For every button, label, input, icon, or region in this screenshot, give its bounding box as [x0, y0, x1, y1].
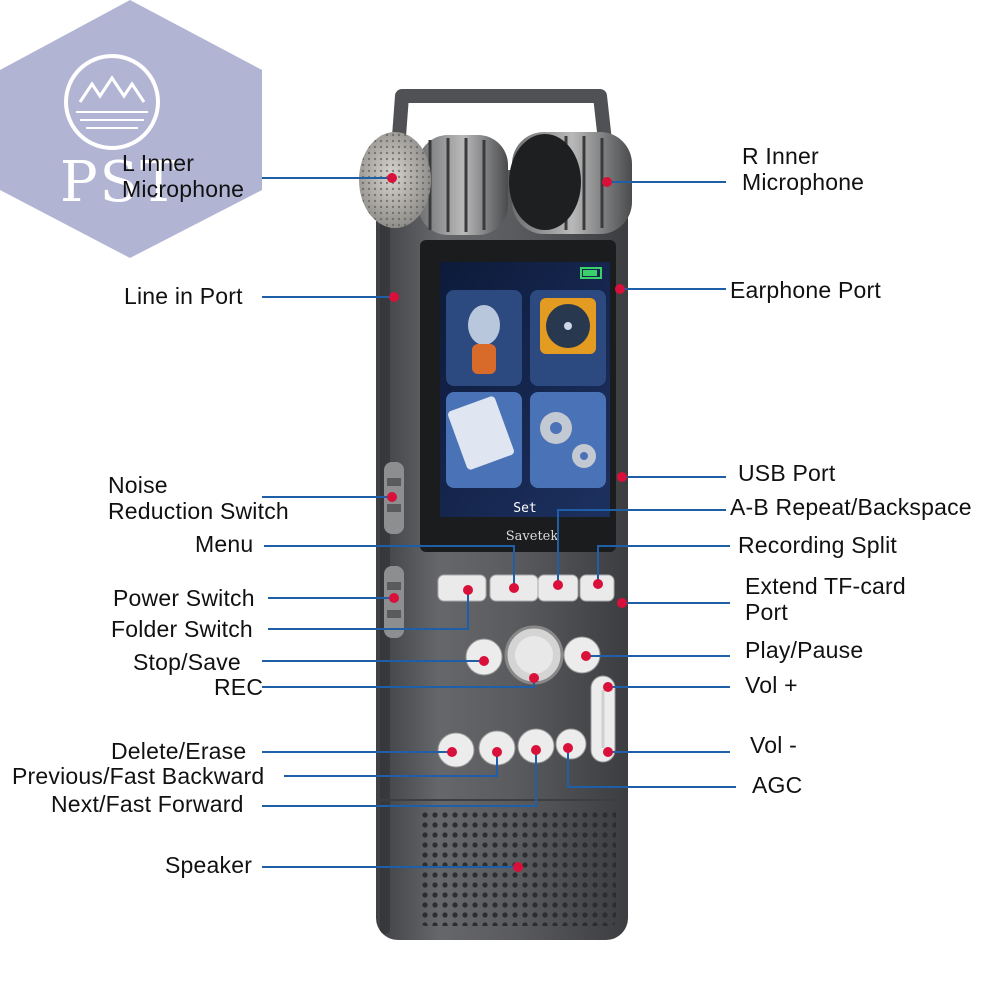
- label-power-switch: Power Switch: [113, 585, 255, 611]
- label-l-inner-microphone: L Inner Microphone: [122, 150, 245, 202]
- left-microphone: [359, 132, 508, 235]
- screen-set-label: Set: [513, 501, 536, 516]
- label-speaker: Speaker: [165, 852, 253, 878]
- label-agc: AGC: [752, 772, 803, 798]
- label-previous-fast-backward: Previous/Fast Backward: [12, 763, 265, 789]
- label-play-pause: Play/Pause: [745, 637, 864, 663]
- right-microphone: [509, 132, 632, 234]
- label-recording-split: Recording Split: [738, 532, 897, 558]
- label-folder-switch: Folder Switch: [111, 616, 253, 642]
- label-a-b-repeat: A-B Repeat/Backspace: [730, 494, 972, 520]
- logo-text: PST: [60, 150, 180, 215]
- brand-label: Savetek: [506, 529, 559, 544]
- logo-circle-icon: [64, 54, 160, 150]
- leader-lines: [262, 177, 736, 868]
- label-earphone-port: Earphone Port: [730, 277, 881, 303]
- label-noise-reduction-switch: Noise Reduction Switch: [108, 472, 289, 524]
- label-next-fast-forward: Next/Fast Forward: [51, 791, 244, 817]
- label-usb-port: USB Port: [738, 460, 836, 486]
- menu-button: [437, 574, 487, 602]
- label-line-in-port: Line in Port: [124, 283, 243, 309]
- label-stop-save: Stop/Save: [133, 649, 241, 675]
- label-vol-down: Vol -: [750, 732, 798, 758]
- label-rec: REC: [214, 674, 264, 700]
- label-menu: Menu: [195, 531, 254, 557]
- label-vol-up: Vol +: [745, 672, 798, 698]
- label-delete-erase: Delete/Erase: [111, 738, 247, 764]
- label-r-inner-microphone: R Inner Microphone: [742, 143, 865, 195]
- label-extend-tf-card-port: Extend TF-card Port: [745, 573, 906, 625]
- marker-dots: [387, 173, 627, 872]
